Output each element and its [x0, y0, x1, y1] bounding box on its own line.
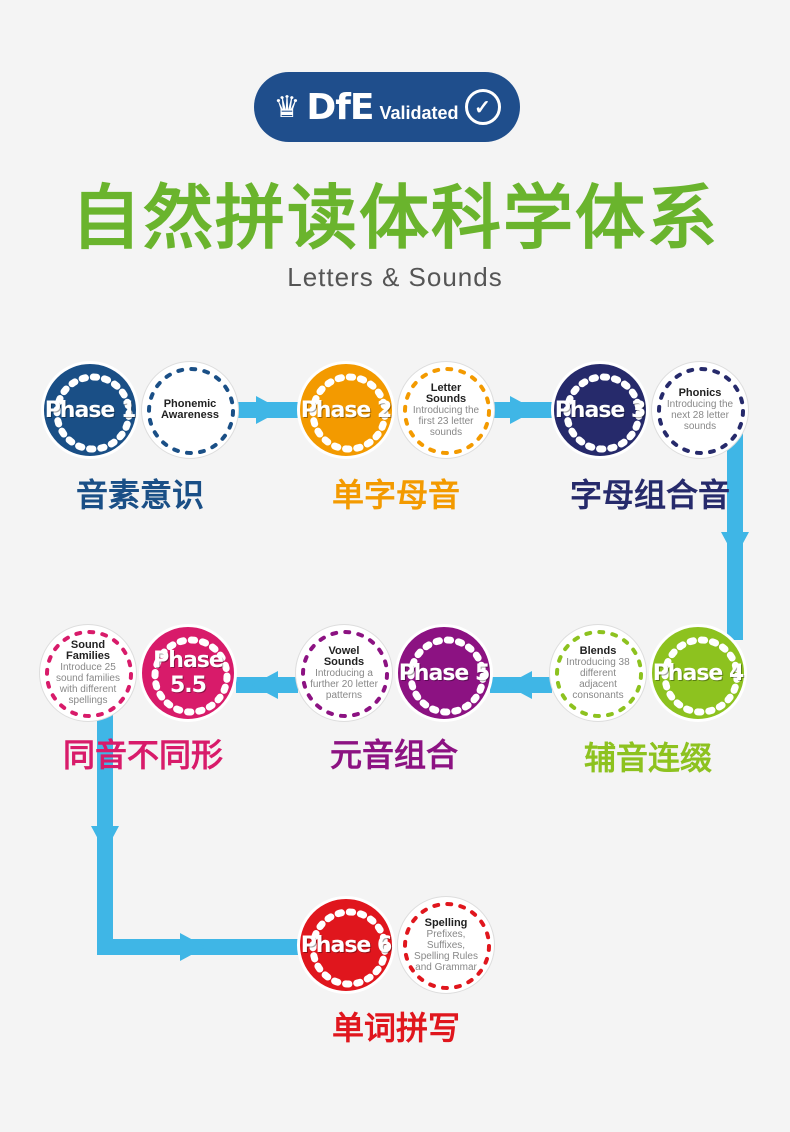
badge-validated: Validated — [379, 102, 459, 123]
tick-ring-icon — [301, 630, 389, 718]
phase-circle: Phase 2 — [297, 361, 395, 459]
phase-label: 单字母音 — [331, 476, 460, 514]
phase-description: Introducing 38 different adjacent conson… — [566, 656, 630, 701]
arrow-right-icon — [256, 396, 282, 424]
phase-title: Phase 4 — [652, 660, 745, 686]
phase-info-circle: Phonemic Awareness — [141, 361, 239, 459]
badge-brand: DfE — [306, 86, 374, 128]
phase-title: Phase 3 — [554, 397, 647, 423]
phase-label: 元音组合 — [329, 736, 458, 774]
tick-ring-icon — [563, 373, 643, 453]
phase-heading: Blends — [579, 644, 617, 657]
tick-ring-icon — [403, 367, 491, 455]
phase-label: 同音不同形 — [62, 736, 223, 774]
phase-heading: Phonemic Awareness — [161, 398, 219, 421]
arrow-down-icon — [721, 532, 749, 558]
phase-label: 字母组合音 — [569, 476, 730, 514]
phase-circle: Phase 4 — [649, 624, 747, 722]
tick-ring-icon — [555, 630, 643, 718]
phase-label: 音素意识 — [75, 476, 204, 514]
phase-circle: Phase 5 — [395, 624, 493, 722]
check-circle-icon: ✓ — [464, 89, 501, 125]
phase-circle: Phase 5.5 — [139, 624, 237, 722]
tick-ring-icon — [309, 373, 389, 453]
tick-ring-icon — [403, 902, 491, 990]
phase-circle: Phase 3 — [551, 361, 649, 459]
phase-heading: Sound Families — [65, 639, 111, 662]
phase-description: Introducing the next 28 letter sounds — [666, 399, 734, 432]
arrow-down-icon — [91, 826, 119, 852]
tick-ring-icon — [407, 636, 487, 716]
phase-title: Phase 1 — [44, 397, 137, 423]
phase-description: Introduce 25 sound families with differe… — [56, 662, 120, 706]
phase-label: 辅音连缀 — [583, 739, 712, 777]
phase-circle: Phase 1 — [41, 361, 139, 459]
phase-title: Phase 6 — [300, 932, 393, 958]
arrow-right-icon — [180, 933, 206, 961]
phase-description: Introducing a further 20 letter patterns — [310, 667, 378, 701]
page-title: 自然拼读体科学体系 — [71, 177, 719, 259]
tick-ring-icon — [45, 630, 133, 718]
subtitle: Letters & Sounds — [287, 262, 503, 292]
tick-ring-icon — [53, 373, 133, 453]
tick-ring-icon — [661, 636, 741, 716]
phase-heading: Letter Sounds — [425, 381, 467, 405]
tick-ring-icon — [147, 367, 235, 455]
tick-ring-icon — [657, 367, 745, 455]
phase-title: Phase 5.5 — [153, 648, 224, 698]
crown-icon: ♛ — [273, 90, 301, 124]
tick-ring-icon — [151, 636, 231, 716]
phase-description: Prefixes, Suffixes, Spelling Rules and G… — [414, 928, 478, 973]
phase-heading: Spelling — [424, 916, 468, 929]
phase-title: Phase 5 — [398, 660, 491, 686]
tick-ring-icon — [309, 908, 389, 988]
phase-title: Phase 2 — [300, 397, 393, 423]
phase-description: Introducing the first 23 letter sounds — [412, 404, 480, 438]
dfe-validated-badge: ♛ DfE Validated ✓ — [254, 72, 520, 142]
phase-circle: Phase 6 — [297, 896, 395, 994]
arrow-left-icon — [252, 671, 278, 699]
phase-label: 单词拼写 — [331, 1009, 460, 1047]
phase-heading: Phonics — [678, 387, 722, 399]
arrow-right-icon — [510, 396, 536, 424]
phase-heading: Vowel Sounds — [323, 644, 365, 668]
arrow-left-icon — [506, 671, 532, 699]
